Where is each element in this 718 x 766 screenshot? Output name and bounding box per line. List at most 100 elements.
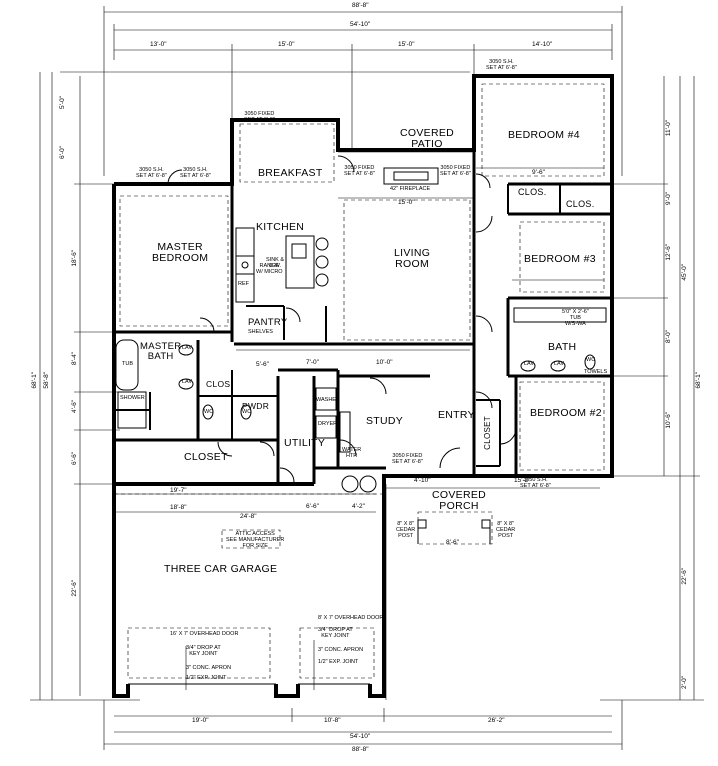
interior-walls [114, 150, 612, 486]
cedar-post-right-note: 8" X 8" CEDAR POST [496, 521, 516, 539]
dim-interior-10: 8'-6" [446, 539, 459, 546]
dim-interior-8: 18'-8" [170, 504, 187, 511]
dim-bottom-seg-1: 19'-0" [192, 717, 209, 724]
ceiling-outlines [119, 83, 605, 679]
shower-note: SHOWER [120, 395, 145, 401]
fireplace-note: 42" FIREPLACE [390, 186, 431, 192]
conc-apron-left-note: 3" CONC. APRON [186, 665, 232, 671]
dim-top-seg-3: 15'-0" [398, 41, 415, 48]
porch-posts [417, 519, 491, 544]
dim-top-total: 88'-8" [352, 2, 369, 9]
dim-interior-4: 7'-0" [306, 359, 319, 366]
exp-joint-right-note: 1/2" EXP. JOINT [318, 659, 359, 665]
overhead-door-right-note: 8' X 7' OVERHEAD DOOR [318, 615, 384, 621]
dim-interior-12: 4'-2" [352, 503, 365, 510]
dim-top-sub: 54'-10" [350, 21, 371, 28]
water-heater-note: WATER HTR [342, 447, 362, 459]
dim-interior-6: 5'-6" [256, 361, 269, 368]
dim-right-seg-1: 11'-0" [665, 120, 672, 137]
lav-note-2: LAV [182, 379, 192, 385]
living-room-label: LIVING ROOM [394, 247, 431, 271]
window-breakfast-note: 3050 FIXED SET AT 6'-8" [244, 111, 275, 123]
dim-left-total: 68'-1" [31, 372, 38, 389]
wc-note-3: WC [586, 357, 596, 363]
dim-right-total: 68'-1" [695, 372, 702, 389]
exp-joint-left-note: 1/2" EXP. JOINT [186, 675, 227, 681]
dim-top-seg-2: 15'-0" [278, 41, 295, 48]
pantry-label: PANTRY [248, 317, 288, 328]
dim-right-seg-5: 10'-6" [665, 412, 672, 429]
tub-ws-note: 5'0" X 2'-6" TUB W/S-WA [562, 309, 589, 327]
bedroom4-label: BEDROOM #4 [508, 129, 580, 141]
sink-dw-note: SINK & D.W. [266, 257, 285, 269]
dim-top-seg-1: 13'-0" [150, 41, 167, 48]
dim-right-sub: 45'-0" [681, 264, 688, 281]
master-bedroom-label: MASTER BEDROOM [152, 241, 209, 265]
cedar-post-left-note: 8" X 8" CEDAR POST [396, 521, 416, 539]
utility-label: UTILITY [284, 437, 326, 449]
drop-key-right-note: 3/4" DROP AT KEY JOINT [318, 627, 353, 639]
drop-key-left-note: 3/4" DROP AT KEY JOINT [186, 645, 221, 657]
dim-interior-9: 24'-8" [240, 513, 257, 520]
closet-vertical-label: CLOSET [483, 416, 492, 450]
covered-patio-label: COVERED PATIO [400, 127, 455, 151]
master-bath-label: MASTER BATH [140, 341, 182, 362]
wc-note-2: WC [242, 409, 252, 415]
wc-note: WC [204, 409, 214, 415]
window-bedroom4-note: 3050 S.H. SET AT 6'-8" [486, 59, 517, 71]
lav-note-3: LAV [524, 361, 534, 367]
dim-right-seg-7: 2'-0" [681, 676, 688, 689]
clos1-label: CLOS. [518, 187, 547, 197]
study-label: STUDY [366, 415, 404, 427]
dim-left-seg-4: 8'-4" [71, 352, 78, 365]
dim-interior-13: 15'-2" [514, 477, 531, 484]
dim-left-seg-5: 4'-6" [71, 400, 78, 413]
dim-interior-3: 4'-10" [414, 477, 431, 484]
dim-interior-5: 9'-6" [532, 169, 545, 176]
dim-interior-1: 10'-0" [376, 359, 393, 366]
dim-interior-11: 6'-6" [306, 503, 319, 510]
dim-left-seg-6: 6'-6" [71, 452, 78, 465]
bedroom3-label: BEDROOM #3 [524, 253, 596, 265]
shelves-note: SHELVES [248, 329, 273, 335]
washer-note: WASHER [316, 397, 340, 403]
dim-bottom-seg-3: 26'-2" [488, 717, 505, 724]
dim-interior-7: 19'-7" [170, 487, 187, 494]
door-swings [167, 155, 517, 483]
bath-label: BATH [548, 341, 577, 353]
dim-top-seg-4: 14'-10" [532, 41, 553, 48]
conc-apron-right-note: 3" CONC. APRON [318, 647, 364, 653]
window-patio-note-2: 3050 FIXED SET AT 6'-8" [440, 165, 471, 177]
dim-left-seg-2: 6'-0" [59, 146, 66, 159]
dim-bottom-seg-2: 10'-8" [324, 717, 341, 724]
dim-bottom-sub: 54'-10" [350, 733, 371, 740]
dim-left-seg-1: 5'-0" [59, 96, 66, 109]
tub-note: TUB [122, 361, 133, 367]
covered-porch-label: COVERED PORCH [432, 489, 487, 513]
clos3-label: CLOS [206, 379, 231, 389]
entry-label: ENTRY [438, 409, 475, 421]
clos2-label: CLOS. [566, 199, 595, 209]
dim-right-seg-3: 12'-6" [665, 244, 672, 261]
window-master-note-2: 3050 S.H. SET AT 6'-8" [180, 167, 211, 179]
towels-note: TOWELS [584, 369, 608, 375]
dim-right-seg-6: 22'-6" [681, 568, 688, 585]
pwdr-label: PWDR [242, 401, 270, 411]
bath-fixtures [115, 307, 607, 493]
dim-left-sub: 58'-8" [43, 372, 50, 389]
attic-access-note: ATTIC ACCESS SEE MANUFACTURER FOR SIZE [226, 531, 285, 549]
dim-interior-2: 15'-0" [398, 199, 415, 206]
kitchen-island [235, 227, 329, 303]
dim-left-seg-7: 22'-6" [71, 580, 78, 597]
ref-note: REF [238, 281, 249, 287]
dim-bottom-total: 88'-8" [352, 746, 369, 753]
window-master-note: 3050 S.H. SET AT 6'-8" [136, 167, 167, 179]
garage-details [114, 493, 384, 690]
garage-label: THREE CAR GARAGE [164, 563, 278, 575]
lav-note: LAV [182, 345, 192, 351]
dim-right-seg-2: 9'-0" [665, 192, 672, 205]
breakfast-label: BREAKFAST [258, 167, 323, 179]
fireplace [383, 167, 439, 185]
